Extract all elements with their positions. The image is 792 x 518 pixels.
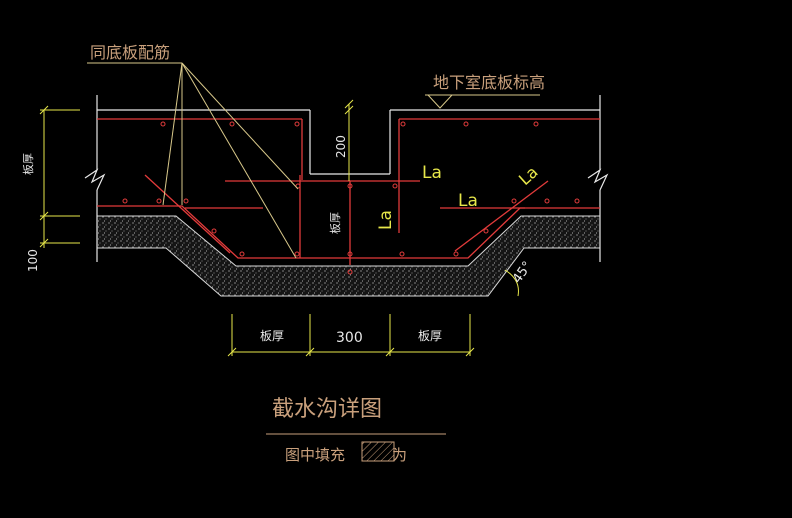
dim-bottom-right: 板厚: [418, 329, 442, 343]
label-dim-200: 200: [334, 135, 348, 158]
rebar-dots: [122, 121, 580, 275]
slab-outline: [84, 95, 609, 262]
label-la-1: La: [422, 163, 442, 183]
label-la-3: La: [376, 210, 396, 230]
label-slab-thickness-mid: 板厚: [328, 212, 342, 234]
label-slab-thickness-left: 板厚: [21, 153, 35, 175]
label-la-4: La: [515, 162, 542, 189]
label-dim-100: 100: [26, 249, 40, 272]
label-angle-45: 45°: [510, 259, 536, 286]
leader-lines: [87, 62, 540, 259]
legend-hatch-swatch: [361, 441, 395, 462]
rebar-lines: [97, 118, 600, 265]
label-same-as-slab-reinf: 同底板配筋: [90, 43, 170, 62]
dimension-lines: [39, 99, 519, 357]
dim-bottom-center: 300: [336, 330, 363, 346]
label-la-2: La: [458, 191, 478, 211]
legend-label: 图中填充: [285, 446, 345, 464]
drawing-title: 截水沟详图: [272, 397, 382, 422]
dim-bottom-left: 板厚: [260, 329, 284, 343]
label-basement-slab-elevation: 地下室底板标高: [433, 73, 545, 92]
legend-suffix: 为: [392, 446, 407, 464]
